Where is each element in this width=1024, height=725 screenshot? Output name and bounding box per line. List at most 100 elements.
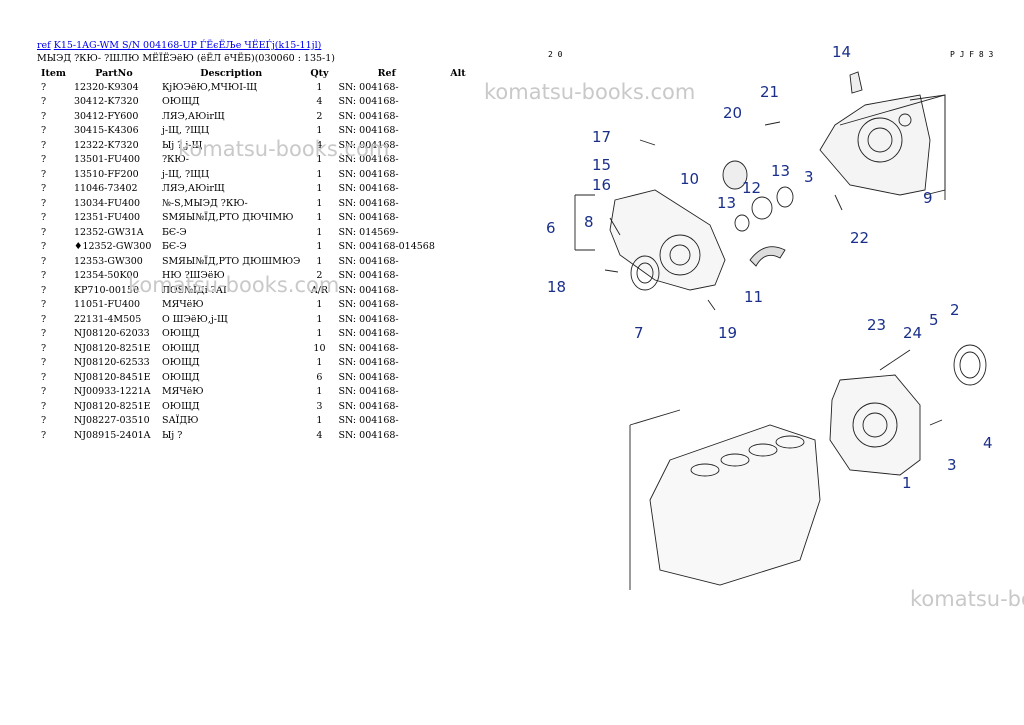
diagram-page-code: P J F 8 3 <box>950 50 994 59</box>
cell-qty: A/R <box>310 284 329 296</box>
cell-partno: NJ08120-8251E <box>73 342 151 354</box>
ref-link[interactable]: ref <box>37 40 51 51</box>
cell-qty: 4 <box>316 96 323 108</box>
callout-15: 15 <box>592 156 611 174</box>
cell-partno: NJ00933-1221A <box>73 386 151 398</box>
front-cover-drawing <box>609 189 726 291</box>
cell-qty: 1 <box>316 125 323 137</box>
cell-qty: 2 <box>316 110 323 122</box>
cell-item: ? <box>41 299 47 311</box>
column-header-partno: PartNo <box>95 67 133 79</box>
gear-drawing <box>722 160 794 232</box>
cell-ref: SN: 004168- <box>338 183 399 195</box>
table-header-row: Item PartNo Description Qty Ref Alt <box>37 66 477 80</box>
cell-item: ? <box>41 125 47 137</box>
part-14-drawing <box>849 71 863 94</box>
cell-alt <box>439 327 477 342</box>
cell-ref: SN: 004168- <box>338 386 399 398</box>
cell-ref: SN: 004168- <box>338 342 399 354</box>
cell-description: БЄ-Э <box>161 241 187 253</box>
cell-ref: SN: 004168- <box>338 429 399 441</box>
callout-5: 5 <box>929 311 939 329</box>
model-link[interactable]: K15-1AG-WM S/N 004168-UP ЃЁєЁЉе ЧЁЕЃј(k1… <box>53 40 322 51</box>
cell-ref: SN: 004168- <box>338 328 399 340</box>
cell-ref: SN: 004168- <box>338 299 399 311</box>
cell-item: ? <box>41 357 47 369</box>
callout-24: 24 <box>903 324 922 342</box>
cell-partno: NJ08120-62033 <box>73 328 150 340</box>
cell-qty: 1 <box>316 415 323 427</box>
flywheel-housing-drawing <box>829 344 987 476</box>
column-header-description: Description <box>200 67 263 79</box>
cell-item: ? <box>41 241 47 253</box>
cell-item: ? <box>41 270 47 282</box>
cell-description: МЯЧёЮ <box>161 386 204 398</box>
cell-qty: 1 <box>316 183 323 195</box>
cell-partno: NJ08120-62533 <box>73 357 150 369</box>
cell-partno: 11051-FU400 <box>73 299 141 311</box>
cell-qty: 1 <box>316 154 323 166</box>
cell-alt <box>439 240 477 255</box>
cell-description: ОЮЩД <box>161 328 200 340</box>
cell-qty: 3 <box>316 400 323 412</box>
cell-qty: 1 <box>316 241 323 253</box>
bolts-drawing <box>604 121 843 311</box>
breadcrumb: ref K15-1AG-WM S/N 004168-UP ЃЁєЁЉе ЧЁЕЃ… <box>37 40 321 51</box>
cell-alt <box>439 312 477 327</box>
cell-description: ЛЯЭ,АЮіrЩ <box>161 110 225 122</box>
callout-16: 16 <box>592 176 611 194</box>
cell-description: ОЮЩД <box>161 400 200 412</box>
cell-description: ОЮЩД <box>161 342 200 354</box>
cell-description: SМЯЫ№ЇД,РТО ДЮЧІМЮ <box>161 212 294 224</box>
cell-item: ? <box>41 96 47 108</box>
callout-8: 8 <box>584 213 594 231</box>
column-header-qty: Qty <box>310 67 329 79</box>
column-header-ref: Ref <box>377 67 396 79</box>
cell-item: ? <box>41 168 47 180</box>
cell-ref: SN: 004168- <box>338 125 399 137</box>
cell-qty: 6 <box>316 371 323 383</box>
cell-ref: SN: 004168- <box>338 270 399 282</box>
callout-12: 12 <box>742 179 761 197</box>
bracket-frame-drawing <box>839 94 946 200</box>
cell-qty: 1 <box>316 328 323 340</box>
cell-alt <box>439 428 477 443</box>
cell-alt <box>439 138 477 153</box>
cell-ref: SN: 004168-014568 <box>338 241 435 253</box>
callout-13: 13 <box>771 162 790 180</box>
cell-ref: SN: 004168- <box>338 81 399 93</box>
cell-item: ? <box>41 371 47 383</box>
callout-19: 19 <box>718 324 737 342</box>
cell-item: ? <box>41 429 47 441</box>
cell-ref: SN: 004168- <box>338 255 399 267</box>
cell-alt <box>439 341 477 356</box>
engine-block-drawing <box>629 409 821 590</box>
cell-description: ОЮЩД <box>161 96 200 108</box>
cell-description: SМЯЫ№ЇД,РТО ДЮШМЮЭ <box>161 255 301 267</box>
cell-qty: 4 <box>316 139 323 151</box>
callout-23: 23 <box>867 316 886 334</box>
cell-qty: 1 <box>316 168 323 180</box>
callout-6: 6 <box>546 219 556 237</box>
cell-item: ? <box>41 328 47 340</box>
cell-alt <box>439 399 477 414</box>
oil-seal-drawing <box>630 255 660 291</box>
column-header-item: Item <box>41 67 66 79</box>
cell-description: ј-Щ, ?ЩЦ <box>161 168 210 180</box>
cell-description: ЛОЅ№ЇДі ?АІ <box>161 284 227 296</box>
cell-ref: SN: 004168- <box>338 154 399 166</box>
cell-description: ?КЮ- <box>161 154 189 166</box>
cell-alt <box>439 254 477 269</box>
cell-ref: SN: 004168- <box>338 197 399 209</box>
cell-description: О ШЭёЮ,ј-Щ <box>161 313 228 325</box>
cell-alt <box>439 211 477 226</box>
parts-table: Item PartNo Description Qty Ref Alt ?123… <box>37 66 477 443</box>
cell-alt <box>439 414 477 429</box>
cell-description: МЯЧёЮ <box>161 299 204 311</box>
